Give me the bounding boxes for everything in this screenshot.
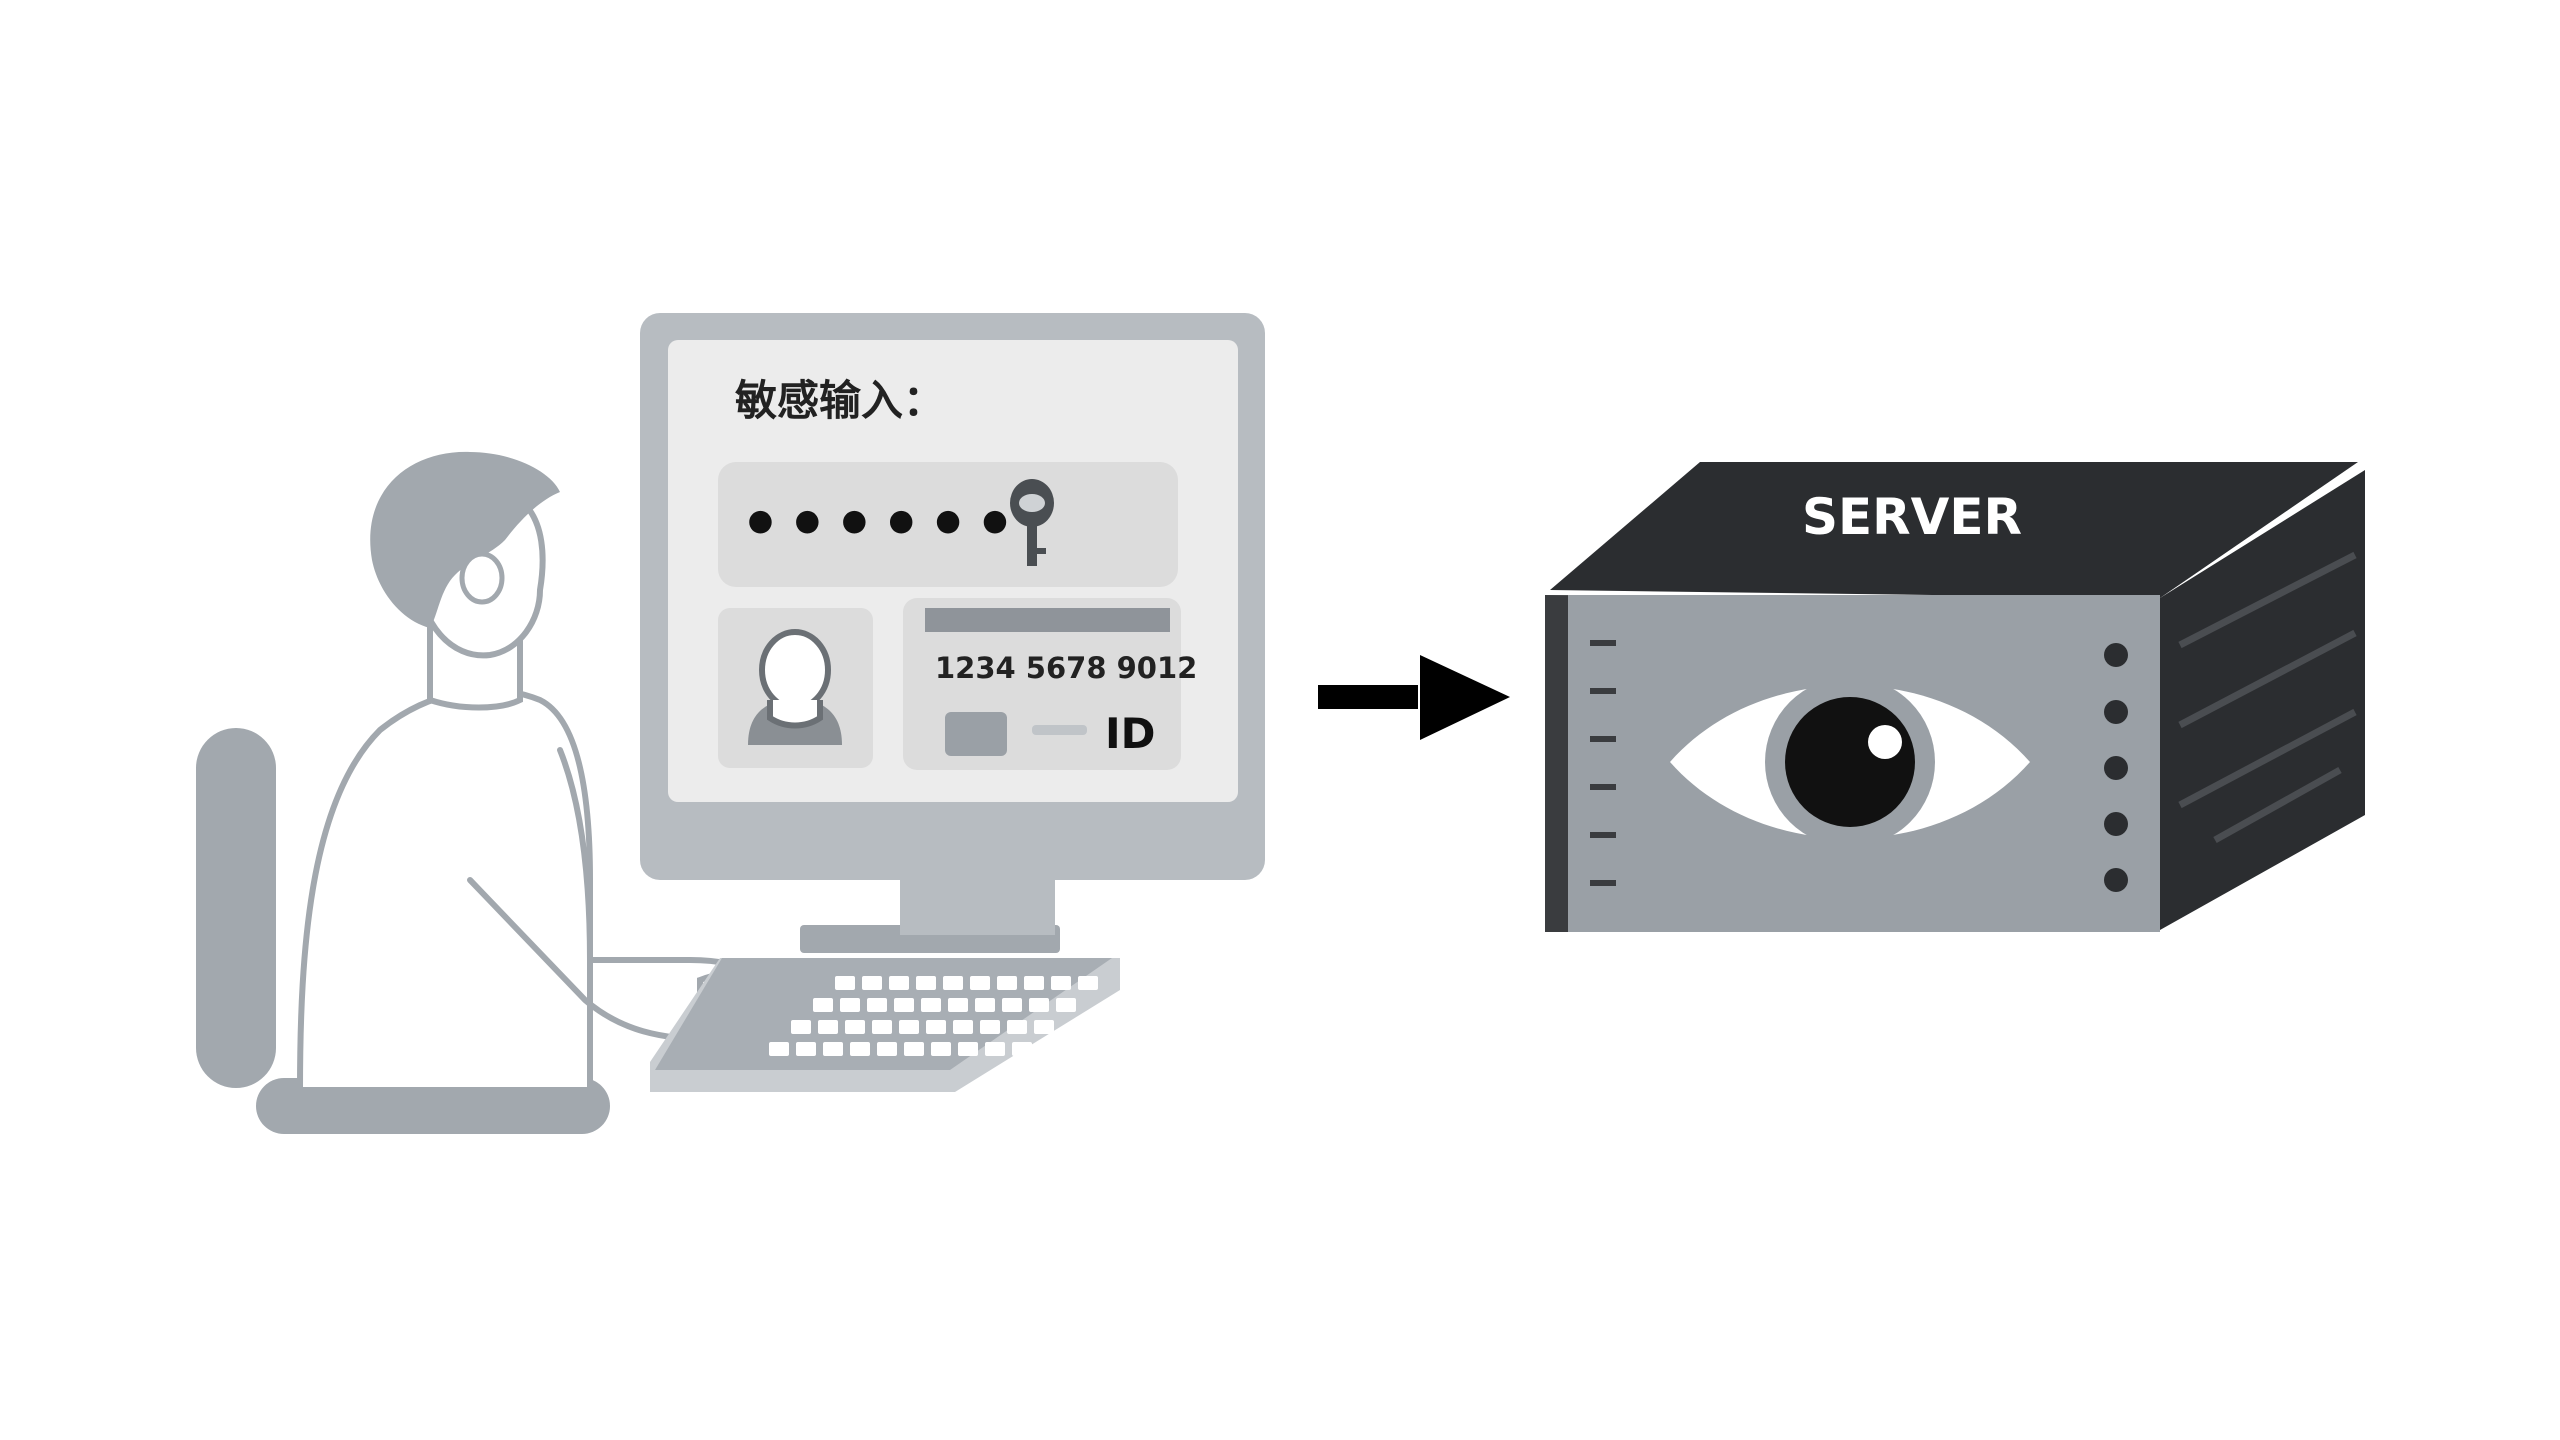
keyboard-key: [894, 998, 914, 1012]
keyboard-key: [872, 1020, 892, 1034]
id-card-header-bar: [925, 608, 1170, 632]
keyboard-key: [1012, 1042, 1032, 1056]
server-vents: [1590, 640, 1616, 886]
keyboard-key: [904, 1042, 924, 1056]
keyboard-key: [813, 998, 833, 1012]
keyboard-key: [840, 998, 860, 1012]
keyboard-key: [1002, 998, 1022, 1012]
id-card-number: 1234 5678 9012: [935, 651, 1197, 685]
eye-icon: [1670, 677, 2030, 847]
keyboard-key: [867, 998, 887, 1012]
keyboard-key: [1024, 976, 1044, 990]
keyboard-key: [975, 998, 995, 1012]
id-card-chip: [945, 712, 1007, 756]
chair-back: [196, 728, 276, 1088]
keyboard-key: [948, 998, 968, 1012]
user-avatar-icon: [748, 629, 842, 745]
keyboard-key: [850, 1042, 870, 1056]
keyboard-key: [862, 976, 882, 990]
keyboard-key: [1056, 998, 1076, 1012]
keyboard-key: [818, 1020, 838, 1034]
person-torso: [296, 687, 593, 1093]
server-label: SERVER: [1802, 488, 2022, 546]
keyboard-key: [970, 976, 990, 990]
keyboard-key: [835, 976, 855, 990]
keyboard-key: [916, 976, 936, 990]
keyboard-key: [953, 1020, 973, 1034]
keyboard-key: [823, 1042, 843, 1056]
server: SERVER: [1545, 462, 2365, 932]
keyboard-key: [1034, 1020, 1054, 1034]
server-side: [2160, 470, 2365, 930]
keyboard-key: [926, 1020, 946, 1034]
person-hair: [370, 451, 560, 628]
server-side-slats: [2178, 551, 2357, 844]
keyboard-key: [796, 1042, 816, 1056]
keyboard-key: [921, 998, 941, 1012]
password-mask: ••••••: [740, 488, 1021, 562]
id-card-line: [1032, 725, 1087, 735]
server-status-lights: [2104, 643, 2128, 892]
arrow-right-icon: [1318, 655, 1510, 740]
person-ear: [459, 551, 505, 605]
keyboard-key: [889, 976, 909, 990]
server-top: [1550, 462, 2358, 598]
keyboard-key: [1007, 1020, 1027, 1034]
key-icon: [1010, 479, 1054, 566]
keyboard-key: [1051, 976, 1071, 990]
keyboard-key: [791, 1020, 811, 1034]
id-card-type: ID: [1105, 709, 1156, 758]
keyboard-key: [958, 1042, 978, 1056]
keyboard-key: [877, 1042, 897, 1056]
monitor-stand-neck: [900, 880, 1055, 935]
keyboard-key: [943, 976, 963, 990]
keyboard-key: [980, 1020, 1000, 1034]
password-field[interactable]: [718, 462, 1178, 587]
keyboard: [650, 958, 1120, 1092]
keyboard-key: [1078, 976, 1098, 990]
keyboard-key: [931, 1042, 951, 1056]
keyboard-key: [997, 976, 1017, 990]
keyboard-key: [769, 1042, 789, 1056]
keyboard-key: [985, 1042, 1005, 1056]
sensitive-input-label: 敏感输入：: [735, 376, 945, 425]
monitor: 敏感输入： •••••• 1234 5678 9012 ID: [640, 313, 1265, 953]
keyboard-key: [1029, 998, 1049, 1012]
keyboard-key: [845, 1020, 865, 1034]
keyboard-key: [899, 1020, 919, 1034]
